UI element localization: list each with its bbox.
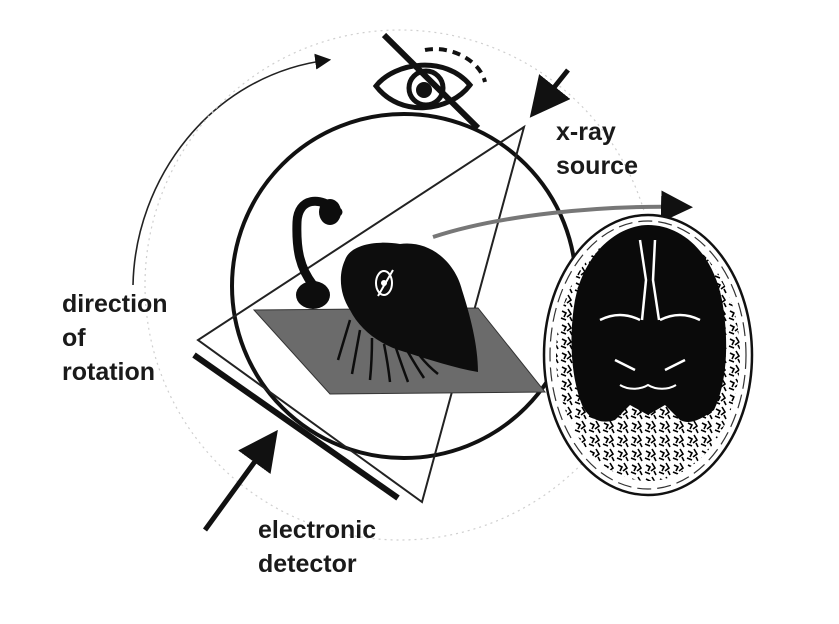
detector-pointer-arrow <box>202 429 278 532</box>
rotation-label-line2: of <box>62 324 86 352</box>
xray-source-label-line1: x-ray <box>556 118 616 146</box>
detector-label: electronic detector <box>258 513 376 581</box>
rotation-label-line3: rotation <box>62 358 156 386</box>
source-pointer-arrow <box>529 68 571 118</box>
detector-bar <box>192 352 400 501</box>
xray-source-label-line2: source <box>556 152 638 180</box>
rotation-label-line1: direction <box>62 290 168 318</box>
scan-projection-arrow <box>432 190 693 239</box>
detector-label-line1: electronic <box>258 516 377 544</box>
eye-icon <box>372 32 487 131</box>
support-arm <box>292 196 343 309</box>
brain-ct-slice <box>542 213 754 497</box>
xray-source-label: x-ray source <box>556 115 638 183</box>
rotation-arc <box>132 53 332 286</box>
detector-label-line2: detector <box>258 550 357 578</box>
patient-silhouette-icon <box>336 242 478 383</box>
rotation-label: direction of rotation <box>62 287 168 389</box>
